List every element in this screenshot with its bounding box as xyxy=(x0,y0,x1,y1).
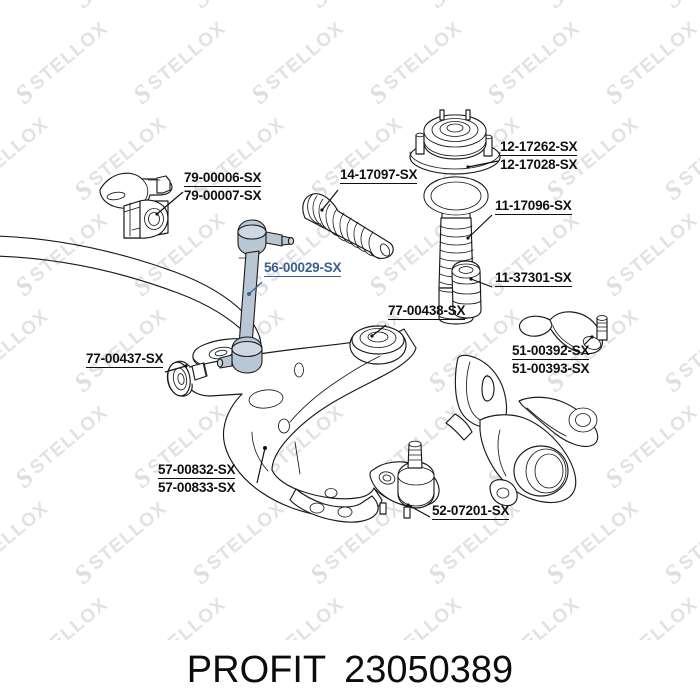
leader-ball-joint xyxy=(407,504,431,518)
label-stabilizer-link: 56-00029-SX xyxy=(264,260,342,277)
footer-article-line: PROFIT 23050389 xyxy=(187,649,513,692)
label-control-arm-front-bushing: 77-00437-SX xyxy=(86,351,164,368)
leader-strut-mount xyxy=(467,160,499,168)
leader-control-arm-rear-bushing xyxy=(371,324,387,337)
label-steering-rack-boot: 14-17097-SX xyxy=(340,167,418,184)
part-tie-rod-end xyxy=(518,311,608,355)
label-code-primary: 11-17096-SX xyxy=(495,198,572,215)
leader-stabilizer-link xyxy=(248,281,263,295)
footer-bar: PROFIT 23050389 xyxy=(0,640,700,700)
part-stabilizer-bracket xyxy=(99,172,173,239)
leader-steering-rack-boot xyxy=(321,189,339,211)
brand-name: PROFIT xyxy=(186,648,327,691)
label-stabilizer-bracket: 79-00006-SX 79-00007-SX xyxy=(184,170,262,203)
leader-front-control-arm xyxy=(256,447,266,484)
label-code-primary: 79-00006-SX xyxy=(184,170,262,187)
label-strut-mount: 12-17262-SX 12-17028-SX xyxy=(500,139,578,172)
label-strut-dust-boot: 11-17096-SX xyxy=(495,198,572,215)
label-code-secondary: 51-00393-SX xyxy=(512,361,590,376)
label-front-control-arm: 57-00832-SX 57-00833-SX xyxy=(158,462,236,495)
leader-tie-rod-end xyxy=(583,336,593,346)
part-steering-rack-boot xyxy=(302,193,394,260)
label-code-secondary: 79-00007-SX xyxy=(184,188,262,203)
leader-bump-stop xyxy=(470,278,493,288)
label-control-arm-rear-bushing: 77-00438-SX xyxy=(388,303,466,320)
label-code-primary: 51-00392-SX xyxy=(512,343,590,360)
part-stabilizer-bar xyxy=(0,235,265,368)
part-stabilizer-link-highlighted xyxy=(216,219,295,374)
part-ball-joint xyxy=(369,440,440,519)
leader-stabilizer-bracket xyxy=(156,191,184,215)
technical-drawing: .ln { fill:none; stroke:#1a1a1a; stroke-… xyxy=(0,109,608,523)
part-bump-stop xyxy=(451,260,482,319)
label-code-primary: 52-07201-SX xyxy=(432,503,510,520)
leader-strut-dust-boot xyxy=(467,214,493,239)
label-code-primary: 77-00438-SX xyxy=(388,303,466,320)
label-code-primary: 11-37301-SX xyxy=(495,270,572,287)
label-code-secondary: 12-17028-SX xyxy=(500,157,578,172)
label-code-primary: 12-17262-SX xyxy=(500,139,578,156)
leader-control-arm-front-bushing xyxy=(164,365,187,373)
label-code-primary: 14-17097-SX xyxy=(340,167,418,184)
label-bump-stop: 11-37301-SX xyxy=(495,270,572,287)
article-number: 23050389 xyxy=(344,648,514,691)
label-code-primary: 57-00832-SX xyxy=(158,462,236,479)
part-steering-knuckle xyxy=(445,354,599,507)
label-tie-rod-end: 51-00392-SX 51-00393-SX xyxy=(512,343,590,376)
label-code-secondary: 57-00833-SX xyxy=(158,480,236,495)
label-ball-joint: 52-07201-SX xyxy=(432,503,510,520)
label-code-primary: 77-00437-SX xyxy=(86,351,164,368)
part-strut-mount xyxy=(409,109,501,175)
label-code-primary: 56-00029-SX xyxy=(264,260,342,277)
